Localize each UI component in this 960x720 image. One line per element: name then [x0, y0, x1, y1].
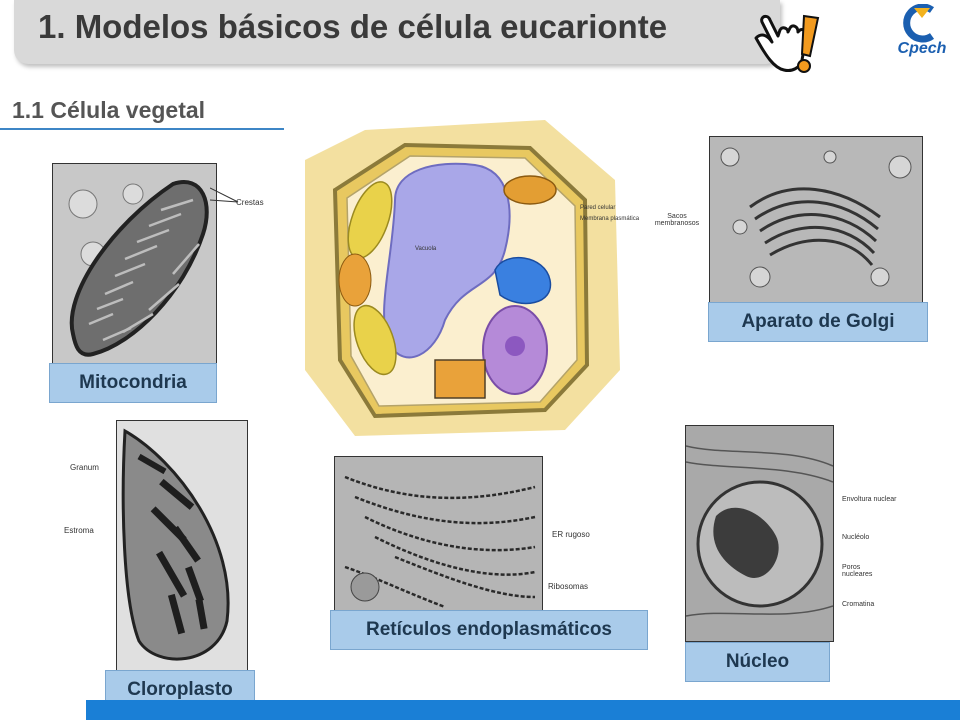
pointing-hand-icon	[754, 14, 820, 73]
granum-callout: Granum	[70, 463, 99, 472]
poros-nucleares-callout: Poros nucleares	[842, 564, 873, 578]
footer-bar	[86, 700, 960, 720]
envoltura-nuclear-callout: Envoltura nuclear	[842, 496, 897, 503]
reticulos-label: Retículos endoplasmáticos	[330, 610, 648, 650]
nucleolo-callout: Nucléolo	[842, 534, 870, 541]
crestas-callout: Crestas	[236, 198, 264, 207]
mitocondria-micrograph	[52, 163, 217, 365]
golgi-micrograph	[709, 136, 923, 304]
crestas-pointer	[210, 187, 239, 203]
svg-text:Vacuola: Vacuola	[415, 246, 437, 252]
plant-cell-diagram: Vacuola	[295, 120, 625, 436]
sacos-membranosos-callout: Sacos membranosos	[654, 213, 700, 227]
subtitle-underline	[0, 128, 284, 130]
nucleo-micrograph	[685, 425, 834, 642]
reticulos-micrograph	[334, 456, 543, 611]
golgi-label: Aparato de Golgi	[708, 302, 928, 342]
cloroplasto-micrograph	[116, 420, 248, 672]
estroma-callout: Estroma	[64, 526, 94, 535]
mitocondria-label: Mitocondria	[49, 363, 217, 403]
nucleo-label: Núcleo	[685, 642, 830, 682]
logo-text: Cpech	[897, 40, 947, 57]
membrana-plasmatica-callout: Membrana plasmática	[580, 216, 640, 222]
pared-celular-callout: Pared celular	[580, 205, 616, 211]
exclamation-icon	[800, 14, 820, 58]
title-bar	[14, 0, 780, 64]
ribosomas-callout: Ribosomas	[548, 582, 589, 591]
cromatina-callout: Cromatina	[842, 601, 875, 608]
slide-title: 1. Modelos básicos de célula eucarionte	[38, 8, 668, 45]
section-subtitle: 1.1 Célula vegetal	[12, 97, 206, 123]
er-rugoso-callout: ER rugoso	[552, 530, 590, 539]
cpech-logo: Cpech	[892, 3, 952, 62]
